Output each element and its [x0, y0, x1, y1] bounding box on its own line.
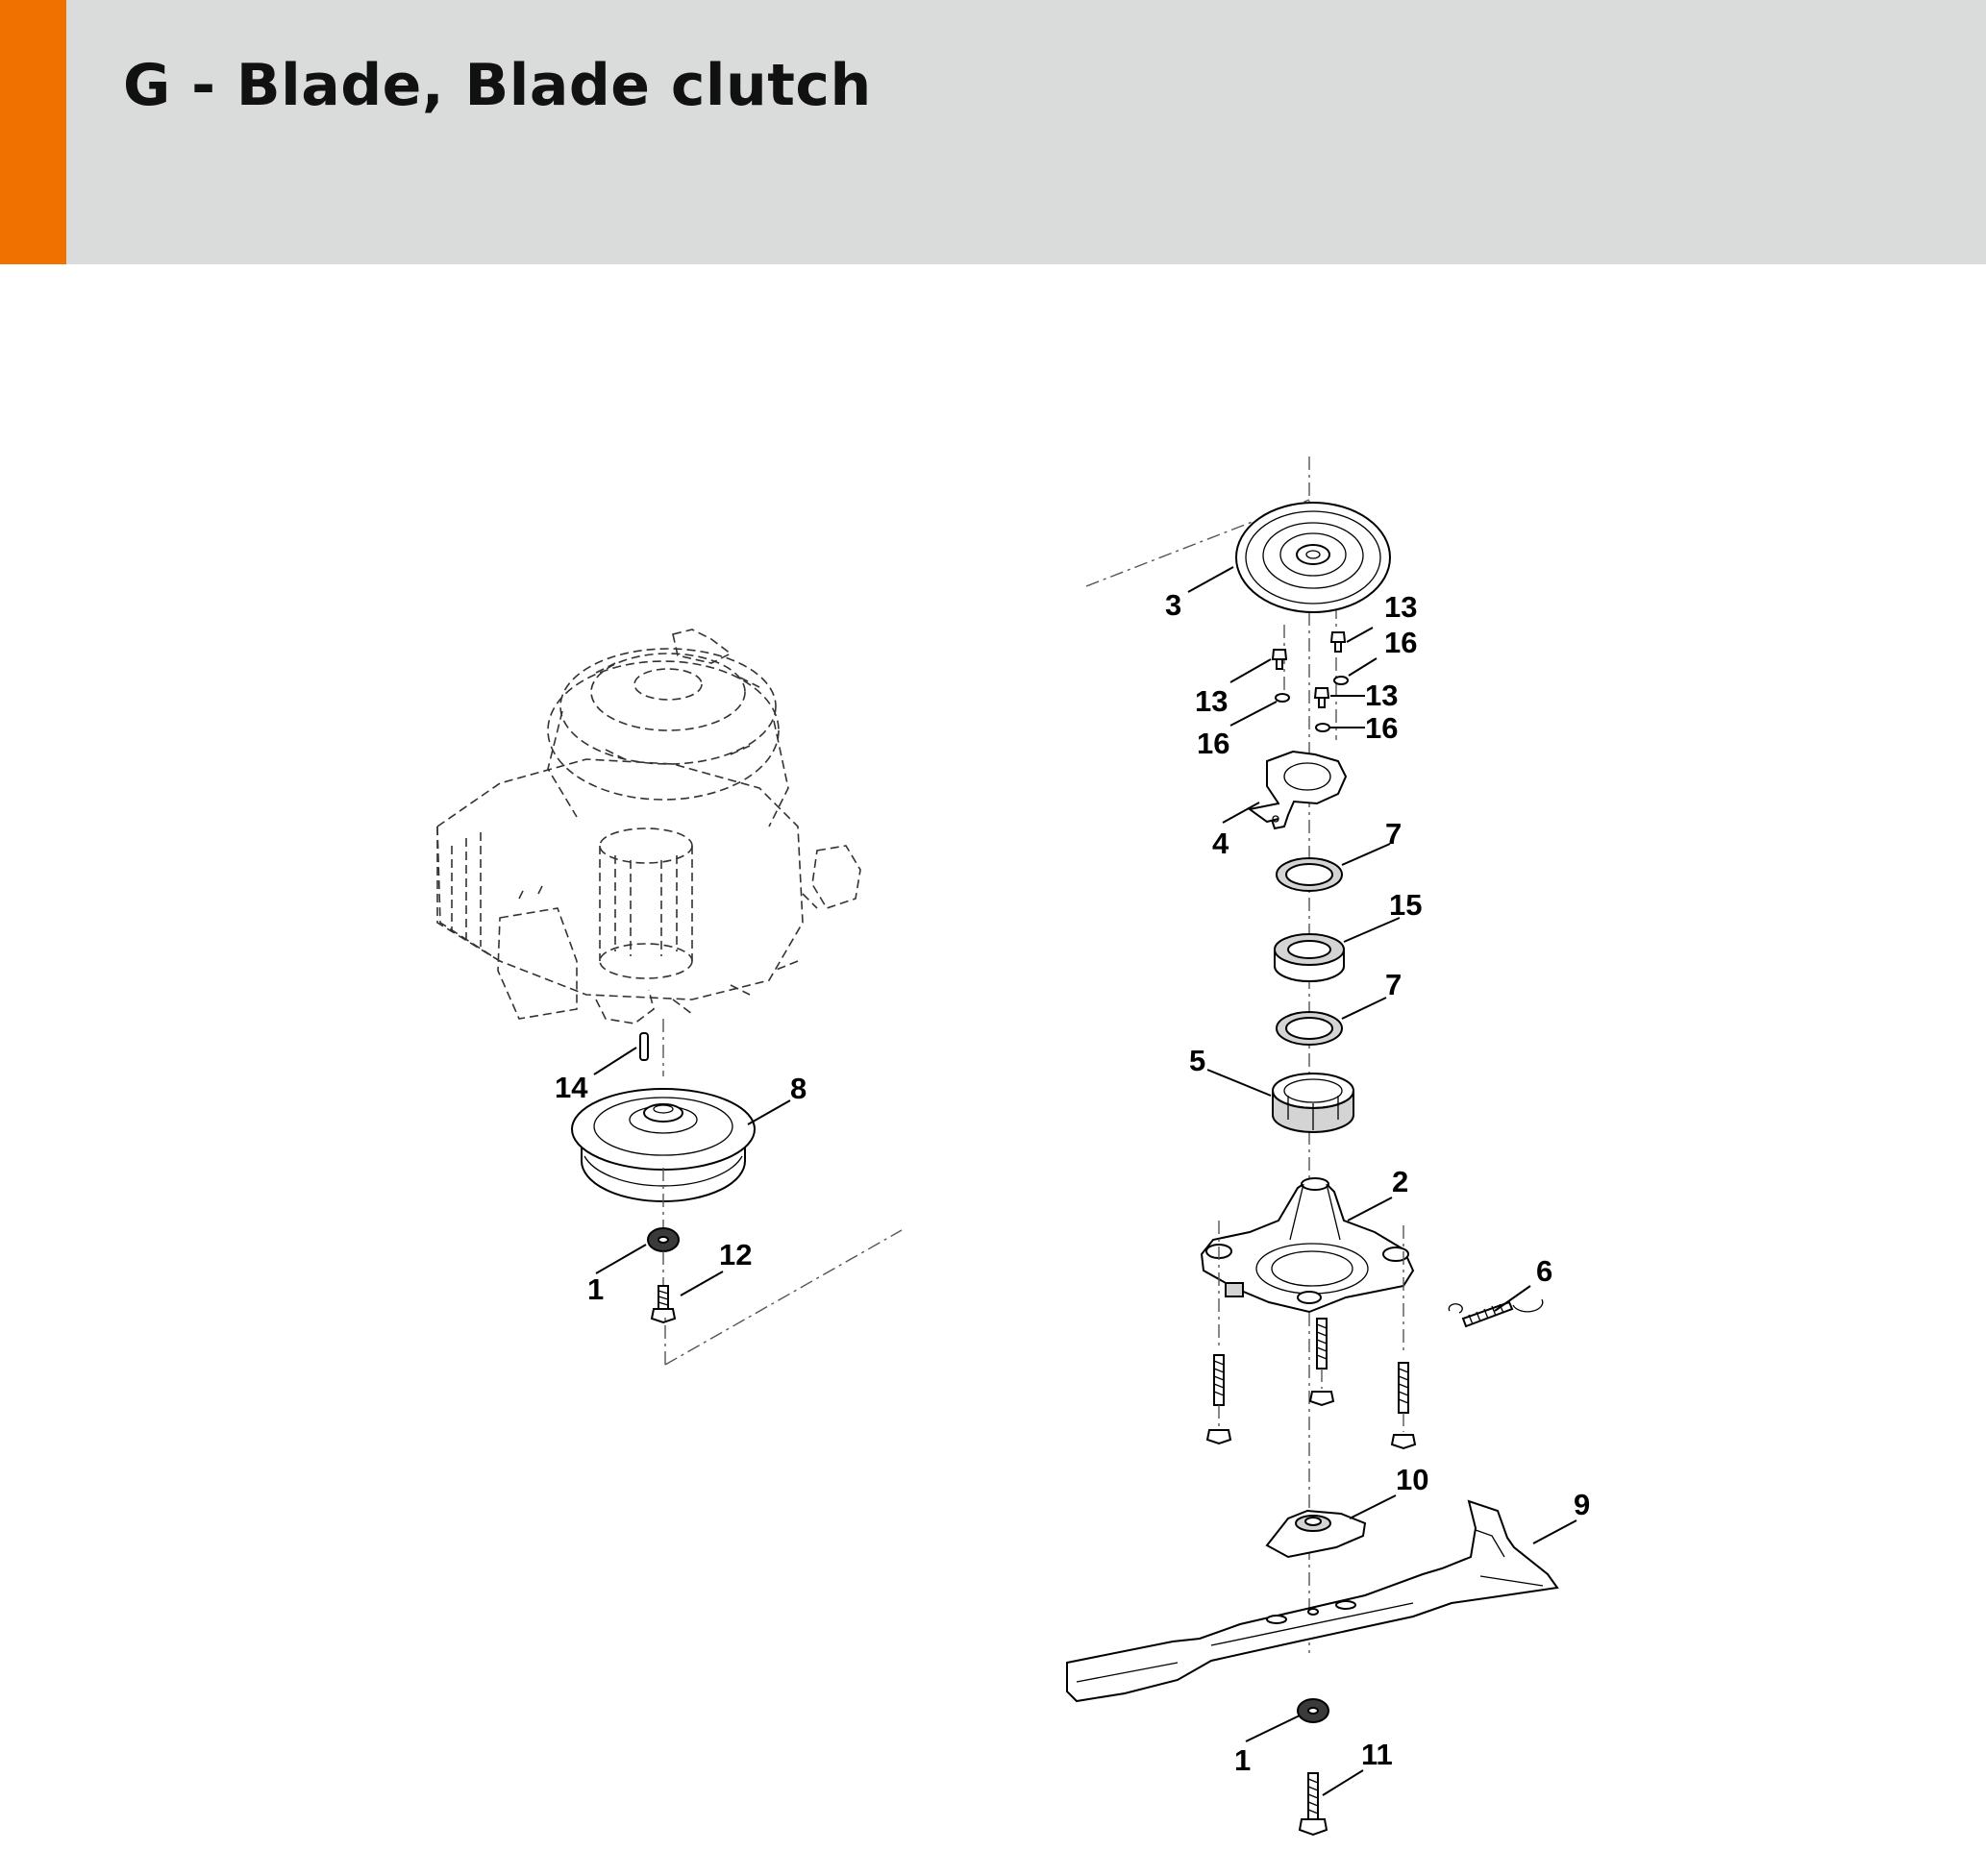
- engine-assembly: [436, 629, 861, 1076]
- part-9-blade: [1066, 1499, 1559, 1703]
- callout-1: 1: [1234, 1743, 1251, 1777]
- callout-4: 4: [1212, 827, 1229, 860]
- part-13-screw: [1313, 687, 1330, 708]
- callout-13: 13: [1195, 684, 1228, 718]
- part-15-bearing: [1274, 933, 1345, 982]
- callout-8: 8: [790, 1072, 807, 1105]
- part-16-washer: [1315, 723, 1330, 732]
- carrier-bolt: [1308, 1318, 1335, 1407]
- part-7-ring: [1276, 1011, 1343, 1046]
- part-5-clutch-cup: [1272, 1073, 1354, 1133]
- part-2-blade-carrier: [1200, 1177, 1415, 1314]
- leader-lines: [593, 566, 1577, 1796]
- part-7-ring: [1276, 857, 1343, 892]
- part-6-spring: [1448, 1298, 1544, 1328]
- callout-14: 14: [555, 1071, 588, 1104]
- callout-16: 16: [1384, 626, 1417, 659]
- callout-13: 13: [1365, 679, 1398, 712]
- carrier-bolt: [1390, 1225, 1417, 1450]
- callout-12: 12: [719, 1238, 752, 1271]
- callout-6: 6: [1536, 1254, 1552, 1288]
- part-1-washer-left: [647, 1227, 680, 1288]
- part-10-adapter: [1265, 1509, 1367, 1559]
- page-title: G - Blade, Blade clutch: [123, 52, 872, 119]
- callout-16: 16: [1365, 711, 1398, 745]
- callout-1: 1: [587, 1272, 604, 1306]
- callout-2: 2: [1392, 1165, 1408, 1198]
- callout-11: 11: [1361, 1738, 1393, 1771]
- part-16-washer: [1333, 676, 1349, 685]
- accent-bar: [0, 0, 66, 264]
- part-1-washer-right: [1297, 1698, 1329, 1723]
- callout-7: 7: [1385, 968, 1402, 1001]
- part-4-bracket: [1247, 750, 1348, 830]
- carrier-bolt: [1205, 1221, 1232, 1445]
- part-13-screw: [1329, 631, 1347, 653]
- page-header: G - Blade, Blade clutch: [0, 0, 1986, 264]
- part-16-washer: [1275, 693, 1290, 703]
- callout-13: 13: [1384, 590, 1417, 624]
- callout-3: 3: [1165, 588, 1181, 622]
- callout-15: 15: [1389, 888, 1422, 922]
- callout-9: 9: [1574, 1488, 1590, 1521]
- callout-7: 7: [1385, 817, 1402, 851]
- part-12-bolt: [650, 1285, 677, 1324]
- callout-5: 5: [1189, 1044, 1205, 1077]
- part-11-bolt: [1298, 1772, 1328, 1837]
- part-14-key: [639, 1032, 649, 1061]
- callout-10: 10: [1396, 1463, 1428, 1496]
- part-3-pulley: [1235, 502, 1391, 613]
- callout-labels: 14 8 1 12 3 13 16 13 16 13 16 4 7 15 7 5…: [555, 588, 1590, 1777]
- part-13-screw: [1271, 649, 1288, 670]
- axis-line: [664, 1229, 903, 1366]
- part-8-pulley: [571, 1088, 756, 1230]
- callout-16: 16: [1197, 727, 1229, 760]
